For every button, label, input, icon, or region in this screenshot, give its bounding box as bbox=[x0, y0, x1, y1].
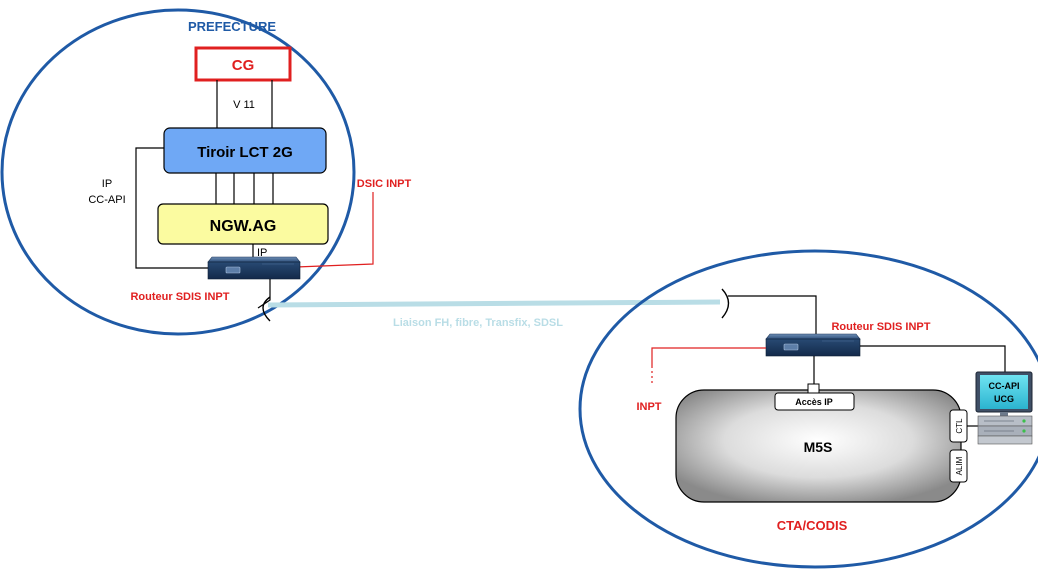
acces-ip-port bbox=[807, 383, 820, 394]
transmission-link bbox=[267, 299, 721, 308]
prefecture-router-label: Routeur SDIS INPT bbox=[130, 291, 229, 303]
acces-ip-box bbox=[774, 392, 855, 411]
cta-codis-zone bbox=[578, 249, 1038, 569]
alim-label: ALIM bbox=[955, 456, 964, 475]
inpt-label: INPT bbox=[636, 401, 661, 413]
inpt-line bbox=[651, 347, 766, 366]
cta-router-label: Routeur SDIS INPT bbox=[831, 321, 930, 333]
cg-label: CG bbox=[232, 57, 255, 74]
prefecture-router-icon bbox=[207, 256, 301, 280]
cta-link-bracket bbox=[721, 288, 730, 319]
prefecture-router-link-line bbox=[257, 279, 271, 309]
ngw-box bbox=[157, 203, 329, 245]
prefecture-zone bbox=[0, 8, 356, 336]
ip-ccapi-line bbox=[135, 147, 210, 269]
prefecture-link-bracket bbox=[262, 296, 271, 322]
ngw-label: NGW.AG bbox=[210, 218, 277, 235]
dsic-label: DSIC INPT bbox=[357, 178, 412, 190]
ip-router-label: IP bbox=[257, 247, 267, 259]
prefecture-title: PREFECTURE bbox=[188, 19, 276, 34]
dsic-line bbox=[295, 192, 374, 268]
cta-router-icon bbox=[765, 333, 861, 357]
m5s-label: M5S bbox=[804, 439, 833, 455]
router-pc-line bbox=[860, 345, 1006, 372]
cta-link-line bbox=[728, 295, 817, 334]
alim-box bbox=[949, 449, 968, 483]
ccapi-left-label: CC-API bbox=[88, 194, 125, 206]
link-label: Liaison FH, fibre, Transfix, SDSL bbox=[393, 317, 563, 329]
lct-label: Tiroir LCT 2G bbox=[197, 144, 293, 161]
cta-codis-title: CTA/CODIS bbox=[777, 518, 848, 533]
ccapi-ucg-computer-icon bbox=[975, 371, 1033, 445]
pc-label-line1: CC-API bbox=[989, 381, 1020, 391]
acces-ip-label: Accès IP bbox=[795, 397, 833, 407]
ip-left-label: IP bbox=[102, 178, 112, 190]
ctl-label: CTL bbox=[955, 418, 964, 434]
pc-label-line2: UCG bbox=[994, 394, 1014, 404]
cg-box bbox=[194, 46, 292, 82]
lct-box bbox=[163, 127, 327, 174]
v11-label: V 11 bbox=[233, 99, 255, 111]
